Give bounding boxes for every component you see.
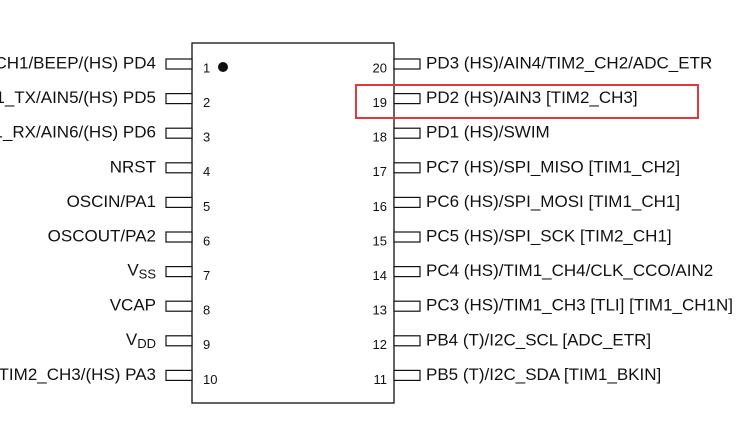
pin-7-label-sub: SS: [139, 267, 157, 282]
pin-1-number: 1: [203, 60, 210, 75]
pin-18-stub: [393, 127, 421, 139]
pin-2-number: 2: [203, 95, 210, 110]
pin-4-stub: [165, 162, 193, 174]
pin-3-label: UART1_RX/AIN6/(HS) PD6: [0, 123, 156, 142]
pin-11-number: 11: [374, 372, 388, 387]
pin-7-number: 7: [203, 268, 210, 283]
pin-16-stub: [393, 196, 421, 208]
pin-12-label: PB4 (T)/I2C_SCL [ADC_ETR]: [426, 330, 651, 349]
pin-14-label: PC4 (HS)/TIM1_CH4/CLK_CCO/AIN2: [426, 261, 713, 280]
pin-19-stub: [393, 92, 421, 105]
pin-5-number: 5: [203, 199, 210, 214]
pin-15-stub: [393, 231, 421, 243]
pin-13-stub: [393, 300, 421, 312]
pin-14-stub: [393, 266, 421, 278]
right-pin-column: 20 PD3 (HS)/AIN4/TIM2_CH2/ADC_ETR 19 PD2 (H…: [373, 53, 733, 386]
pin-20-stub: [393, 58, 421, 70]
pin-13-label: PC3 (HS)/TIM1_CH3 [TLI] [TIM1_CH1N]: [426, 296, 733, 315]
pin-4-number: 4: [203, 164, 210, 179]
pin-9-label-sub: DD: [137, 336, 156, 351]
pin-2-label: UART1_TX/AIN5/(HS) PD5: [0, 88, 156, 107]
pin-8-number: 8: [203, 303, 210, 318]
pin-9-label: VDD: [126, 330, 156, 351]
highlight-box: [355, 84, 699, 119]
pin-17-label: PC7 (HS)/SPI_MISO [TIM1_CH2]: [426, 157, 680, 176]
pin-19-number: 19: [373, 95, 387, 110]
pin-6-stub: [165, 231, 193, 243]
pin-20-label: PD3 (HS)/AIN4/TIM2_CH2/ADC_ETR: [426, 53, 712, 72]
pin-15-label: PC5 (HS)/SPI_SCK [TIM2_CH1]: [426, 226, 672, 245]
pin-5-label: OSCIN/PA1: [67, 192, 156, 211]
pin-13-number: 13: [373, 303, 387, 318]
pin1-marker-dot: [218, 62, 228, 72]
pin-7-stub: [165, 266, 193, 278]
pin-4-label: NRST: [110, 157, 156, 176]
pin-9-stub: [165, 335, 193, 347]
pin-1-stub: [165, 58, 193, 70]
pin-12-stub: [393, 335, 421, 347]
pin-16-number: 16: [373, 199, 387, 214]
pin-9-label-main: V: [126, 330, 138, 349]
pin-16-label: PC6 (HS)/SPI_MOSI [TIM1_CH1]: [426, 192, 680, 211]
pin-19-label: PD2 (HS)/AIN3 [TIM2_CH3]: [426, 88, 638, 107]
chip-body: [191, 42, 395, 404]
pin-1-label: SPI_NSS/TIM2_CH1/BEEP/(HS) PD4: [0, 53, 156, 72]
pin-6-number: 6: [203, 233, 210, 248]
pin-10-number: 10: [203, 372, 217, 387]
pin-5-stub: [165, 196, 193, 208]
pin-18-number: 18: [373, 130, 387, 145]
pin-2-stub: [165, 92, 193, 105]
pin-6-label: OSCOUT/PA2: [48, 226, 156, 245]
pin-11-stub: [393, 369, 421, 381]
pin-7-label-main: V: [127, 261, 139, 280]
left-pin-column: 1 SPI_NSS/TIM2_CH1/BEEP/(HS) PD4 2 UART1_TX…: [0, 53, 217, 386]
pin-14-number: 14: [373, 268, 387, 283]
pin-17-stub: [393, 162, 421, 174]
pin-3-stub: [165, 127, 193, 139]
pin-12-number: 12: [373, 337, 387, 352]
pin-15-number: 15: [373, 233, 387, 248]
pin-20-number: 20: [373, 60, 387, 75]
pin-7-label: VSS: [127, 261, 156, 282]
pin-11-label: PB5 (T)/I2C_SDA [TIM1_BKIN]: [426, 365, 661, 384]
pin-8-stub: [165, 300, 193, 312]
pin-3-number: 3: [203, 130, 210, 145]
pin-8-label: VCAP: [110, 296, 156, 315]
pin-17-number: 17: [373, 164, 387, 179]
pin-10-stub: [165, 369, 193, 381]
pin-9-number: 9: [203, 337, 210, 352]
pin-18-label: PD1 (HS)/SWIM: [426, 123, 550, 142]
pin-10-label: SPI_NSS/TIM2_CH3/(HS) PA3: [0, 365, 156, 384]
